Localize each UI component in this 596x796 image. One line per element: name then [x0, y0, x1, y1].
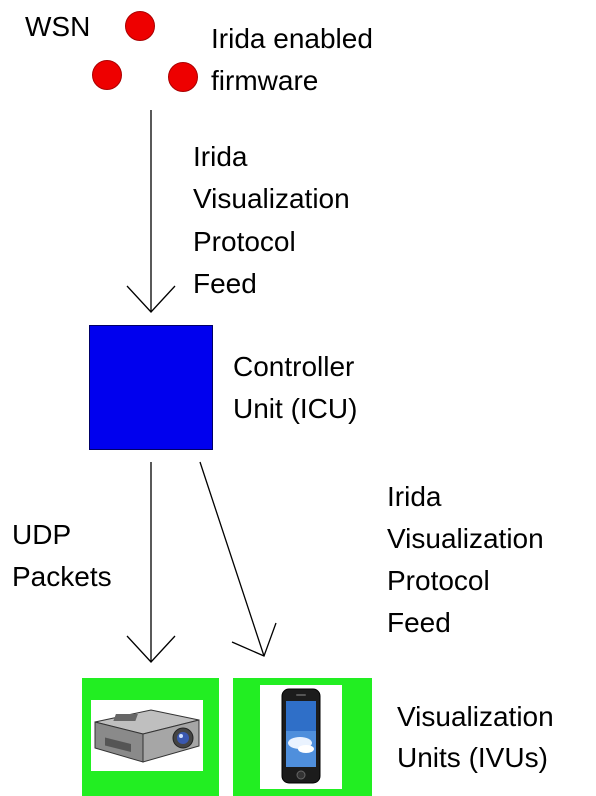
- wsn-label: WSN: [25, 11, 91, 42]
- phone-unit-panel: [260, 685, 342, 789]
- arrowhead-icu-to-projector: [126, 635, 176, 663]
- arrow-icu-to-phone: [199, 461, 265, 657]
- feed-right-line1: Irida: [387, 481, 442, 512]
- feed-top-line4: Feed: [193, 268, 257, 299]
- feed-right-line4: Feed: [387, 607, 451, 638]
- projector-icon: [94, 709, 200, 763]
- firmware-label-line2: firmware: [211, 65, 319, 96]
- controller-unit-box: [89, 325, 213, 450]
- feed-right-line2: Visualization: [387, 523, 544, 554]
- sensor-node-icon: [168, 62, 198, 92]
- feed-top-line1: Irida: [193, 141, 248, 172]
- sensor-node-icon: [125, 11, 155, 41]
- udp-label-line1: UDP: [12, 519, 72, 550]
- icu-label-line1: Controller: [233, 351, 355, 382]
- arrowhead-wsn-to-icu: [126, 285, 176, 313]
- feed-top-line3: Protocol: [193, 226, 296, 257]
- udp-label-line2: Packets: [12, 561, 112, 592]
- icu-label-line2: Unit (ICU): [233, 393, 358, 424]
- projector-unit-frame: [82, 678, 219, 796]
- firmware-label-line1: Irida enabled: [211, 23, 373, 54]
- sensor-node-icon: [92, 60, 122, 90]
- ivu-label-line2: Units (IVUs): [397, 742, 548, 773]
- projector-unit-panel: [91, 700, 203, 771]
- feed-right-line3: Protocol: [387, 565, 490, 596]
- phone-unit-frame: [233, 678, 372, 796]
- feed-top-line2: Visualization: [193, 183, 350, 214]
- arrowhead-icu-to-phone: [231, 622, 277, 657]
- smartphone-icon: [281, 688, 321, 784]
- ivu-label-line1: Visualization: [397, 701, 554, 732]
